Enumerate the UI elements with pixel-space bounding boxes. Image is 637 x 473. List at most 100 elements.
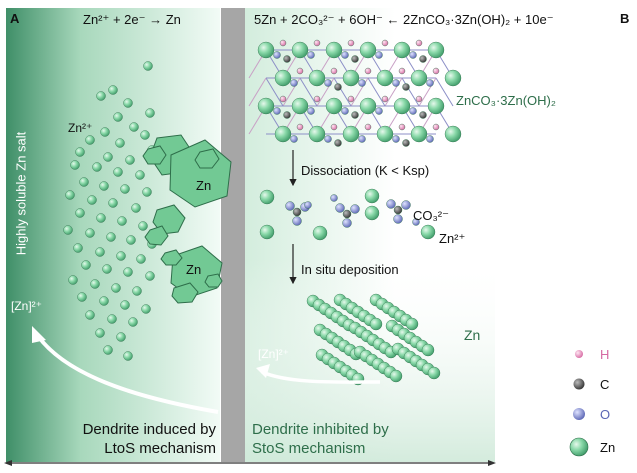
- lattice-c-atom: [334, 139, 342, 147]
- atom-legend: [569, 350, 589, 457]
- panel-a-label: A: [10, 11, 20, 26]
- crystal-label-2: Zn: [186, 262, 202, 277]
- lattice-zn-atom: [274, 125, 292, 143]
- carbonate-o-atom: [393, 214, 403, 224]
- lattice-zn-atom: [359, 97, 377, 115]
- zn-ion: [75, 147, 85, 157]
- lattice-h-atom: [296, 67, 304, 75]
- zn-ion: [140, 130, 150, 140]
- carbonate-o-atom: [350, 204, 360, 214]
- lattice-h-atom: [313, 95, 321, 103]
- zn-ion: [135, 170, 145, 180]
- zn-ion: [92, 162, 102, 172]
- zn-ion: [68, 275, 78, 285]
- zn-ion: [90, 279, 100, 289]
- lattice-zn-atom: [444, 125, 462, 143]
- carbonate-o-atom: [386, 199, 396, 209]
- dissociated-zn-ion: [259, 189, 275, 205]
- panel-b-ion-label: Zn²⁺: [439, 231, 466, 246]
- carbonate-o-atom: [292, 216, 302, 226]
- carbonate-o-atom: [335, 203, 345, 213]
- zn-ion: [145, 271, 155, 281]
- legend-c-swatch: [573, 378, 585, 390]
- zn-ion: [96, 91, 106, 101]
- zn-ion: [141, 304, 151, 314]
- legend-h-swatch: [575, 350, 583, 358]
- zn-ion: [136, 254, 146, 264]
- lattice-o-atom: [307, 107, 315, 115]
- panel-a-caption-line2: LtoS mechanism: [104, 440, 216, 457]
- lattice-h-atom: [330, 123, 338, 131]
- lattice-o-atom: [358, 135, 366, 143]
- lattice-c-atom: [334, 83, 342, 91]
- lattice-c-atom: [283, 111, 291, 119]
- lattice-zn-atom: [257, 41, 275, 59]
- hydroxide-o-atom: [412, 218, 420, 226]
- legend-zn-swatch: [569, 437, 589, 457]
- carbonate-o-atom: [285, 201, 295, 211]
- zn-ion: [142, 187, 152, 197]
- panel-a-flux-label: [Zn]²⁺: [11, 299, 43, 313]
- zn-ion: [115, 138, 125, 148]
- lattice-zn-atom: [376, 125, 394, 143]
- lattice-h-atom: [432, 67, 440, 75]
- lattice-o-atom: [307, 51, 315, 59]
- lattice-zn-atom: [444, 69, 462, 87]
- zn-ion: [123, 351, 133, 361]
- dissociated-zn-ion: [364, 205, 380, 221]
- zn-ion: [131, 203, 141, 213]
- lattice-o-atom: [341, 107, 349, 115]
- zn-ion: [138, 221, 148, 231]
- lattice-zn-atom: [308, 125, 326, 143]
- lattice-o-atom: [392, 135, 400, 143]
- zn-ion: [116, 251, 126, 261]
- lattice-zn-atom: [342, 125, 360, 143]
- panel-b-caption-line1: Dendrite inhibited by: [252, 421, 389, 438]
- legend-h-label: H: [600, 347, 610, 362]
- zn-ions-cloud: [63, 61, 157, 361]
- lattice-o-atom: [375, 51, 383, 59]
- hydroxide-o-atom: [330, 194, 338, 202]
- zn-ion: [85, 228, 95, 238]
- lattice-zn-atom: [291, 97, 309, 115]
- zn-ion: [63, 225, 73, 235]
- lattice-zn-atom: [308, 69, 326, 87]
- lattice-o-atom: [290, 135, 298, 143]
- lattice-o-atom: [358, 79, 366, 87]
- deposited-zn-atom: [389, 369, 403, 383]
- lattice-o-atom: [273, 107, 281, 115]
- lattice-h-atom: [398, 123, 406, 131]
- lattice-h-atom: [398, 67, 406, 75]
- lattice-h-atom: [279, 95, 287, 103]
- lattice-c-atom: [283, 55, 291, 63]
- lattice-h-atom: [415, 95, 423, 103]
- lattice-o-atom: [324, 135, 332, 143]
- zn-ion: [116, 332, 126, 342]
- panel-a-caption-line1: Dendrite induced by: [82, 421, 216, 438]
- zinc-carbonate-hydroxide-lattice: [248, 39, 462, 147]
- lattice-zn-atom: [342, 69, 360, 87]
- lattice-o-atom: [426, 135, 434, 143]
- dissociation-label: Dissociation (K < Ksp): [301, 163, 430, 178]
- panel-b-flux-label: [Zn]²⁺: [258, 347, 290, 361]
- zn-ion: [95, 328, 105, 338]
- carbonate-c-atom: [393, 205, 403, 215]
- lattice-c-atom: [419, 55, 427, 63]
- zn-ion: [103, 345, 113, 355]
- dissociated-zn-ion: [420, 224, 436, 240]
- lattice-h-atom: [415, 39, 423, 47]
- lattice-zn-atom: [325, 41, 343, 59]
- current-collector-bar: [221, 8, 245, 462]
- zn-ion: [85, 310, 95, 320]
- lattice-zn-atom: [427, 41, 445, 59]
- zn-ion: [113, 167, 123, 177]
- compound-label: ZnCO₃·3Zn(OH)₂: [456, 93, 556, 108]
- zn-ion: [120, 184, 130, 194]
- legend-o-swatch: [573, 408, 585, 420]
- zn-ion: [132, 286, 142, 296]
- lattice-h-atom: [313, 39, 321, 47]
- zn-ion: [117, 216, 127, 226]
- zn-ion: [99, 296, 109, 306]
